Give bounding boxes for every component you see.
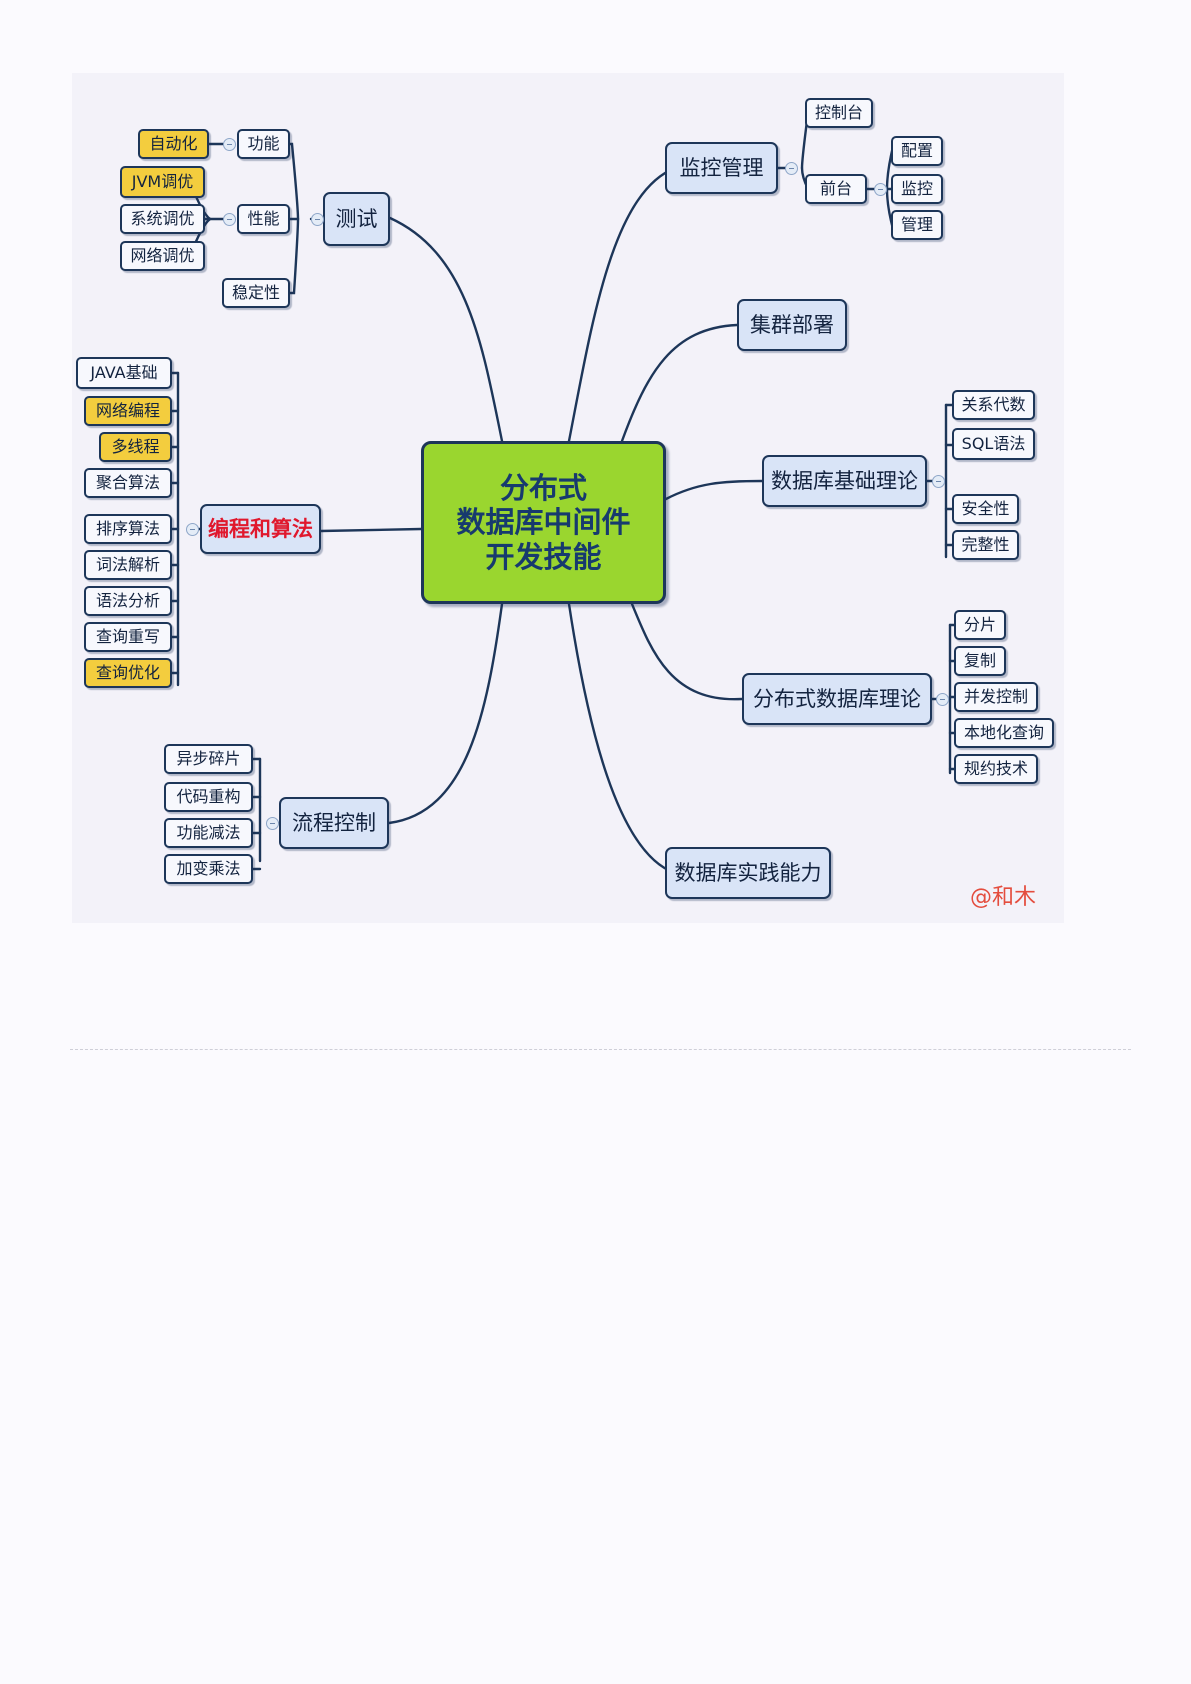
item-security[interactable]: 安全性: [952, 494, 1019, 524]
central-topic-line-1: 分布式: [499, 471, 587, 506]
subtopic-frontend[interactable]: 前台: [805, 174, 867, 204]
topic-testing[interactable]: 测试: [323, 192, 390, 246]
subtopic-function[interactable]: 功能: [237, 129, 290, 159]
collapse-toggle-icon[interactable]: [266, 817, 279, 830]
item-jvm-tuning[interactable]: JVM调优: [120, 166, 205, 198]
topic-flow-control[interactable]: 流程控制: [279, 797, 389, 849]
item-add-to-multiply[interactable]: 加变乘法: [164, 854, 253, 884]
collapse-toggle-icon[interactable]: [874, 183, 887, 196]
item-network-programming[interactable]: 网络编程: [84, 396, 172, 426]
topic-db-fundamentals[interactable]: 数据库基础理论: [762, 455, 927, 507]
item-localized-query[interactable]: 本地化查询: [954, 718, 1054, 748]
item-sql-syntax[interactable]: SQL语法: [952, 428, 1035, 460]
item-concurrency-control[interactable]: 并发控制: [954, 682, 1038, 712]
subtopic-performance[interactable]: 性能: [237, 204, 290, 234]
item-integrity[interactable]: 完整性: [952, 530, 1019, 560]
item-feature-subtraction[interactable]: 功能减法: [164, 818, 253, 848]
topic-programming[interactable]: 编程和算法: [200, 504, 321, 554]
subtopic-stability[interactable]: 稳定性: [222, 278, 290, 308]
mindmap: 分布式 数据库中间件 开发技能 测试 功能 自动化 性能 JVM调优 系统调优 …: [72, 73, 1064, 923]
item-config[interactable]: 配置: [891, 136, 943, 166]
item-network-tuning[interactable]: 网络调优: [120, 241, 205, 271]
collapse-toggle-icon[interactable]: [785, 162, 798, 175]
item-multithreading[interactable]: 多线程: [99, 432, 172, 462]
watermark-text: @和木: [970, 885, 1037, 910]
item-sorting-algorithm[interactable]: 排序算法: [84, 514, 172, 544]
topic-monitoring[interactable]: 监控管理: [665, 142, 778, 194]
item-monitor[interactable]: 监控: [891, 174, 943, 204]
topic-db-practice[interactable]: 数据库实践能力: [665, 847, 831, 899]
subtopic-console[interactable]: 控制台: [805, 98, 873, 128]
item-automation[interactable]: 自动化: [138, 129, 209, 159]
item-reduction-technique[interactable]: 规约技术: [954, 754, 1038, 784]
topic-distributed-db-theory[interactable]: 分布式数据库理论: [742, 673, 932, 725]
item-aggregation-algorithm[interactable]: 聚合算法: [84, 468, 172, 498]
topic-cluster-deployment[interactable]: 集群部署: [737, 299, 847, 351]
item-replication[interactable]: 复制: [954, 646, 1006, 676]
item-async-fragment[interactable]: 异步碎片: [164, 744, 253, 774]
item-query-optimization[interactable]: 查询优化: [84, 658, 172, 688]
central-topic-line-3: 开发技能: [485, 539, 602, 574]
item-query-rewrite[interactable]: 查询重写: [84, 622, 172, 652]
central-topic-line-2: 数据库中间件: [456, 505, 631, 540]
item-system-tuning[interactable]: 系统调优: [120, 204, 205, 234]
collapse-toggle-icon[interactable]: [932, 475, 945, 488]
collapse-toggle-icon[interactable]: [936, 693, 949, 706]
page-divider: [70, 1049, 1131, 1050]
collapse-toggle-icon[interactable]: [186, 523, 199, 536]
collapse-toggle-icon[interactable]: [223, 213, 236, 226]
item-syntax-analysis[interactable]: 语法分析: [84, 586, 172, 616]
central-topic[interactable]: 分布式 数据库中间件 开发技能: [421, 441, 666, 604]
item-lexical-parsing[interactable]: 词法解析: [84, 550, 172, 580]
item-code-refactor[interactable]: 代码重构: [164, 782, 253, 812]
collapse-toggle-icon[interactable]: [223, 138, 236, 151]
item-manage[interactable]: 管理: [891, 210, 943, 240]
collapse-toggle-icon[interactable]: [311, 213, 324, 226]
item-java-basics[interactable]: JAVA基础: [76, 357, 172, 389]
item-relational-algebra[interactable]: 关系代数: [952, 390, 1035, 420]
item-sharding[interactable]: 分片: [954, 610, 1006, 640]
